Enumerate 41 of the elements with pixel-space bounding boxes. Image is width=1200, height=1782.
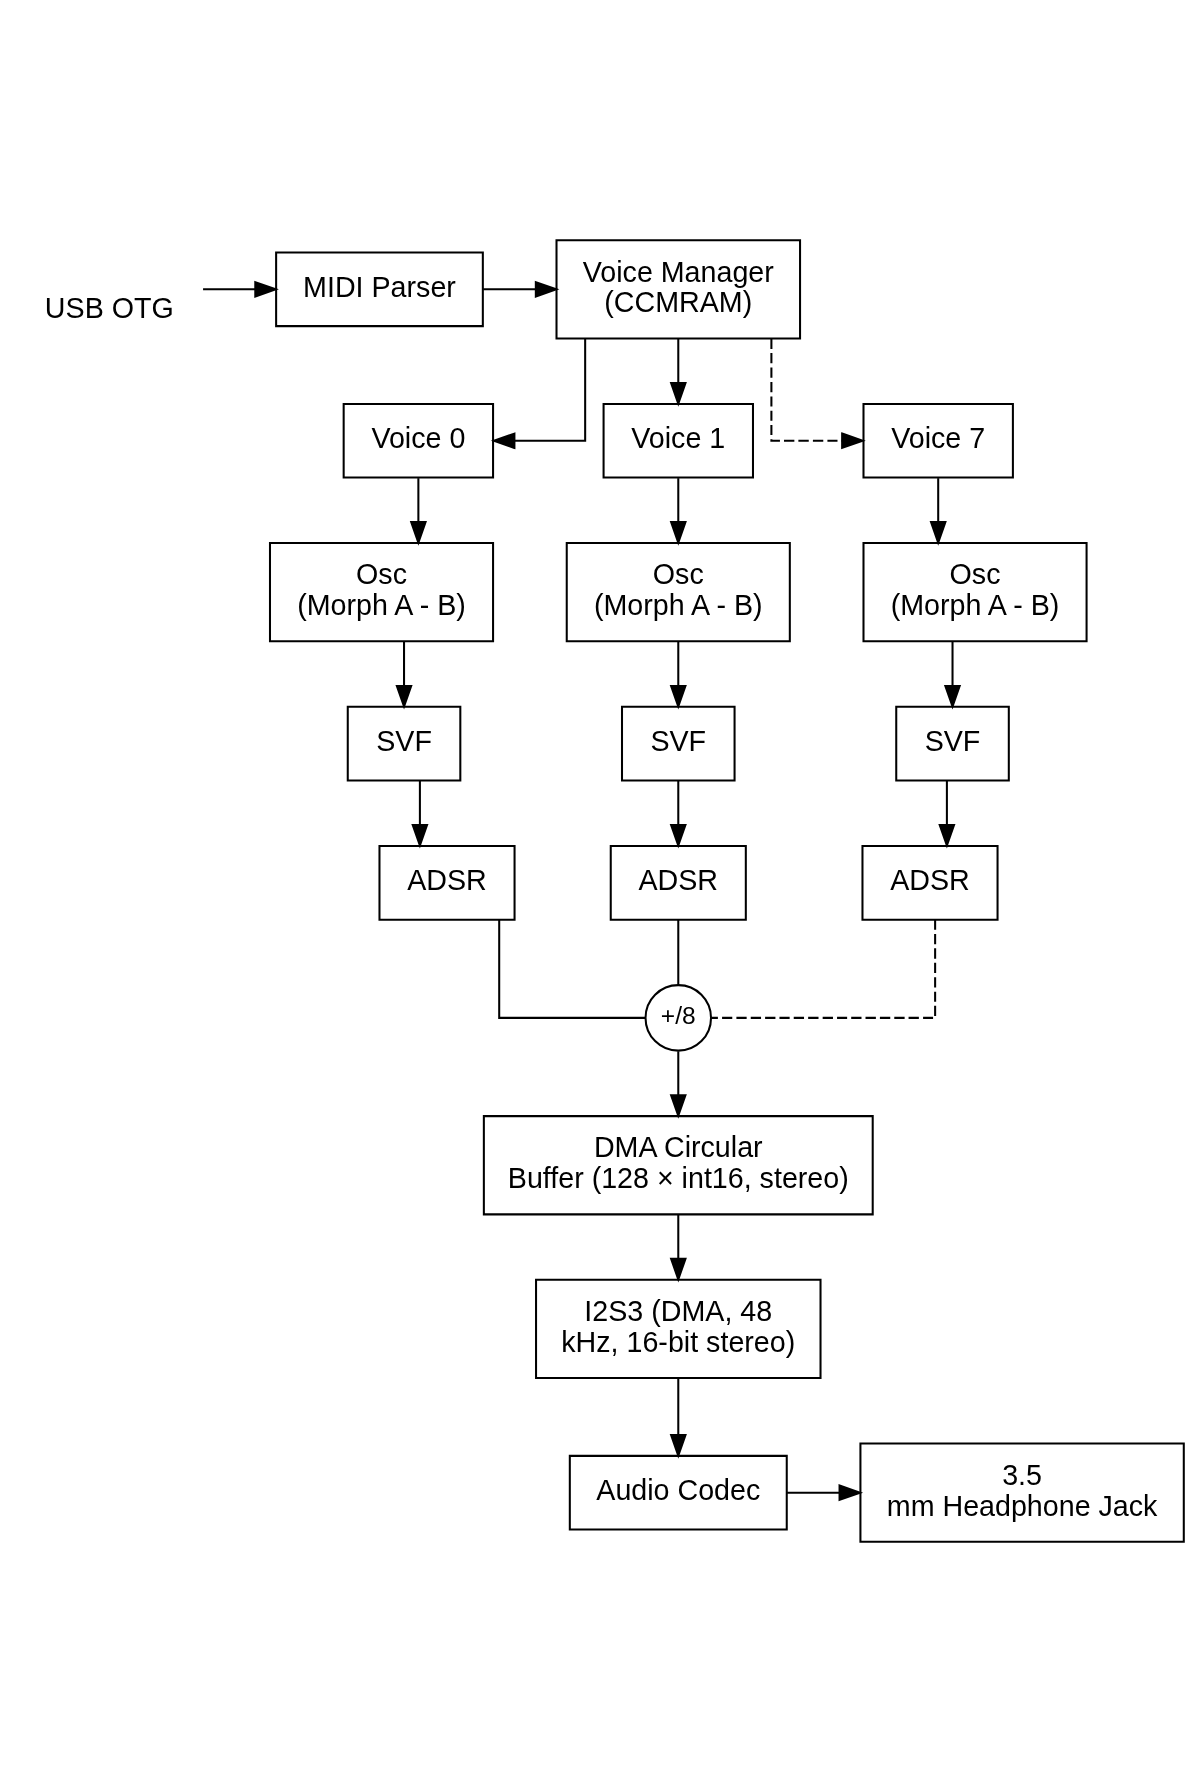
arrow	[929, 478, 947, 546]
connector	[711, 919, 937, 1019]
arrow	[787, 1484, 864, 1502]
node-box: Osc (Morph A - B)	[565, 542, 791, 643]
arrow	[669, 338, 687, 407]
arrow	[669, 1051, 687, 1119]
arrow	[409, 478, 427, 546]
arrow	[938, 780, 956, 849]
node-box: DMA Circular Buffer (128 × int16, stereo)	[482, 1115, 874, 1216]
arrow	[490, 338, 587, 450]
node-box: MIDI Parser	[275, 251, 484, 328]
node-box: 3.5 mm Headphone Jack	[859, 1442, 1185, 1543]
arrow	[770, 338, 866, 450]
connector	[677, 919, 680, 985]
arrow	[943, 641, 962, 710]
node-box: ADSR	[378, 844, 516, 921]
node-box: Voice 0	[342, 402, 495, 479]
arrow	[395, 641, 413, 710]
arrow	[669, 1214, 687, 1283]
node-box: ADSR	[861, 844, 999, 921]
node-box: SVF	[620, 705, 736, 782]
node-box: ADSR	[609, 844, 747, 921]
node-box: I2S3 (DMA, 48 kHz, 16-bit stereo)	[535, 1278, 822, 1380]
node-box: Voice 1	[602, 402, 754, 479]
node-box: Voice 7	[862, 402, 1014, 479]
arrow	[203, 280, 279, 298]
node-box: Voice Manager (CCMRAM)	[555, 239, 802, 340]
arrow	[669, 478, 687, 546]
node-box: SVF	[346, 705, 462, 782]
arrow	[669, 1378, 687, 1459]
node-box: Osc (Morph A - B)	[268, 542, 495, 643]
arrow	[483, 280, 560, 298]
node-text: USB OTG	[44, 292, 174, 325]
connector	[498, 919, 646, 1019]
node-box: Audio Codec	[568, 1454, 788, 1531]
arrow	[411, 780, 429, 849]
node-circle: +/8	[644, 984, 713, 1052]
arrow	[669, 780, 687, 849]
node-box: Osc (Morph A - B)	[862, 542, 1088, 643]
node-box: SVF	[895, 705, 1010, 782]
arrow	[669, 641, 687, 710]
